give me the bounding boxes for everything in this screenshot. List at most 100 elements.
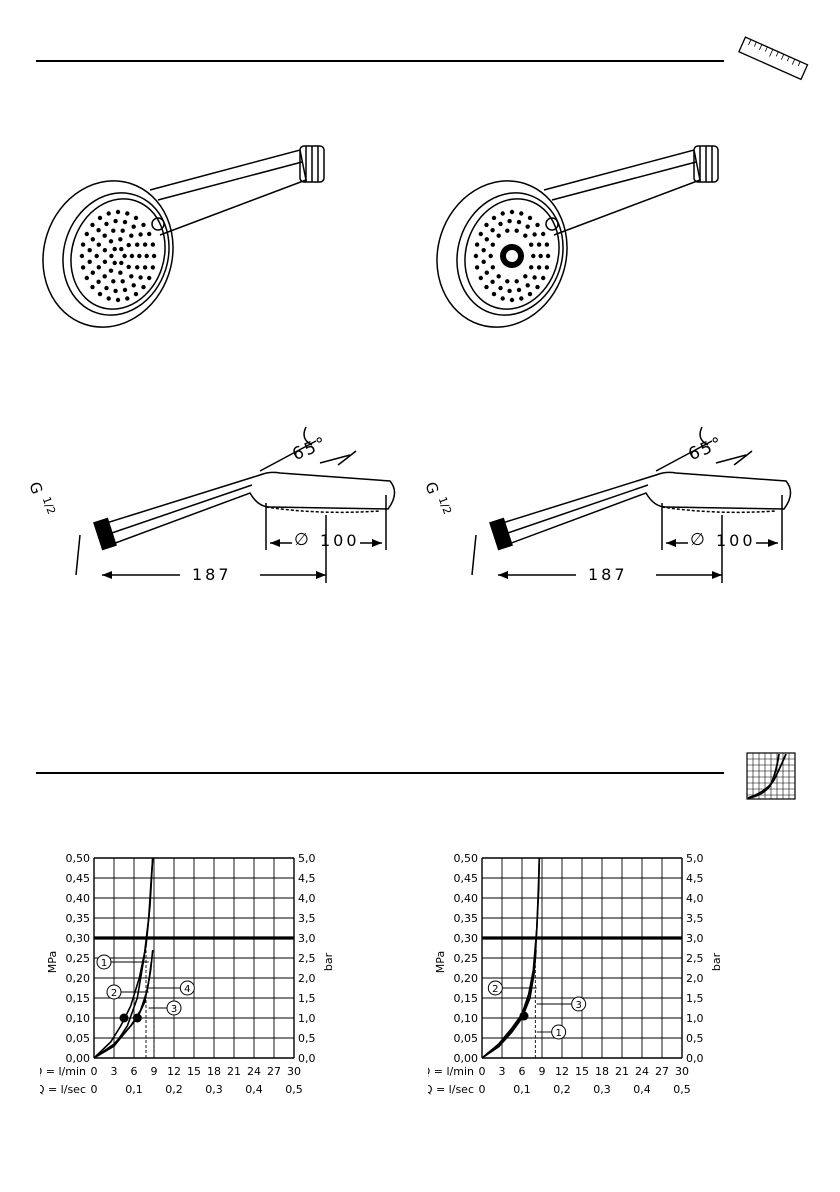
right-axis-unit: bar: [322, 952, 335, 971]
spray-hole: [108, 268, 114, 273]
spray-hole: [129, 233, 134, 238]
y2-tick-label: 1,0: [686, 1012, 704, 1025]
spray-hole: [90, 237, 95, 242]
spray-hole: [79, 253, 85, 259]
x-secondary-tick-label: 0,1: [125, 1083, 143, 1096]
spray-hole: [509, 209, 515, 215]
spray-hole: [96, 265, 102, 270]
spray-hole: [532, 232, 537, 237]
spray-hole: [478, 231, 483, 237]
spray-hole: [541, 275, 546, 281]
spray-hole: [102, 248, 108, 253]
x-secondary-tick-label: 0,4: [245, 1083, 263, 1096]
spray-hole: [509, 297, 515, 303]
y2-tick-label: 0,5: [298, 1032, 316, 1045]
y2-tick-label: 4,0: [686, 892, 704, 905]
spray-hole: [523, 274, 528, 279]
spray-hole: [142, 242, 148, 247]
shower-head-illustration-left: [42, 145, 325, 328]
spray-hole: [96, 228, 101, 233]
spray-hole: [133, 215, 139, 221]
spray-hole: [490, 242, 495, 247]
spray-hole: [113, 288, 118, 294]
spray-hole: [125, 296, 130, 301]
spray-hole: [535, 284, 540, 290]
spray-hole: [113, 218, 118, 224]
x-secondary-tick-label: 0: [479, 1083, 486, 1096]
left-axis-unit: MPa: [434, 951, 447, 973]
spray-hole: [118, 270, 123, 275]
spray-hole: [500, 296, 505, 301]
ruler-icon: [738, 36, 809, 81]
spray-hole: [544, 265, 550, 270]
y2-tick-label: 0,0: [298, 1052, 316, 1065]
spray-hole: [496, 233, 501, 238]
diameter-dimension: 100: [716, 531, 756, 550]
y-tick-label: 0,20: [454, 972, 479, 985]
spray-hole: [90, 270, 95, 275]
spray-hole: [97, 215, 103, 221]
callout-label: 2: [492, 984, 498, 995]
spray-hole: [118, 237, 123, 242]
y-tick-label: 0,00: [66, 1052, 91, 1065]
row-lsec-label: Q = l/sec: [428, 1083, 474, 1096]
x-secondary-tick-label: 0,3: [593, 1083, 611, 1096]
y2-tick-label: 2,0: [298, 972, 316, 985]
spray-hole: [102, 274, 107, 279]
x-tick-label: 6: [131, 1065, 138, 1078]
spray-hole: [122, 253, 127, 259]
spray-hole: [536, 242, 542, 247]
spray-hole: [531, 253, 536, 259]
spray-hole: [514, 279, 519, 284]
spray-hole: [529, 242, 534, 247]
y-tick-label: 0,50: [454, 852, 479, 865]
x-tick-label: 6: [519, 1065, 526, 1078]
y2-tick-label: 1,5: [686, 992, 704, 1005]
spray-hole: [491, 291, 497, 297]
spray-hole: [84, 231, 89, 237]
x-tick-label: 21: [227, 1065, 241, 1078]
y2-tick-label: 1,0: [298, 1012, 316, 1025]
spray-hole: [109, 253, 114, 259]
spray-hole: [484, 222, 489, 228]
y-tick-label: 0,15: [66, 992, 91, 1005]
spray-hole: [523, 233, 528, 238]
spray-hole: [125, 211, 130, 216]
spray-hole: [491, 215, 497, 221]
y-tick-label: 0,35: [66, 912, 91, 925]
y2-tick-label: 3,0: [298, 932, 316, 945]
spray-hole: [151, 253, 157, 259]
spray-hole: [138, 275, 143, 280]
spray-hole: [532, 275, 537, 280]
spray-hole: [481, 259, 486, 264]
y2-tick-label: 3,0: [686, 932, 704, 945]
callout-circle: [106, 984, 122, 1000]
spray-hole: [120, 279, 125, 284]
y2-tick-label: 5,0: [686, 852, 704, 865]
spray-hole: [541, 231, 546, 237]
spray-hole: [496, 274, 501, 279]
operating-point-marker: [119, 1013, 129, 1023]
spray-hole: [474, 242, 480, 247]
x-tick-label: 12: [555, 1065, 569, 1078]
y2-tick-label: 3,5: [686, 912, 704, 925]
x-tick-label: 9: [151, 1065, 158, 1078]
spray-hole: [484, 270, 489, 275]
x-tick-label: 15: [187, 1065, 201, 1078]
x-tick-label: 24: [635, 1065, 649, 1078]
x-secondary-tick-label: 0: [91, 1083, 98, 1096]
length-dimension: 187: [192, 565, 232, 584]
spray-hole: [104, 221, 109, 227]
x-secondary-tick-label: 0,2: [165, 1083, 183, 1096]
x-tick-label: 9: [539, 1065, 546, 1078]
spray-hole: [102, 259, 108, 264]
y2-tick-label: 4,0: [298, 892, 316, 905]
spray-hole: [505, 279, 510, 284]
spray-hole: [106, 211, 111, 216]
spray-hole: [141, 222, 146, 228]
spray-hole: [514, 228, 519, 233]
callout-label: 3: [171, 1004, 177, 1015]
spray-hole: [525, 224, 530, 229]
spray-hole: [147, 231, 152, 237]
